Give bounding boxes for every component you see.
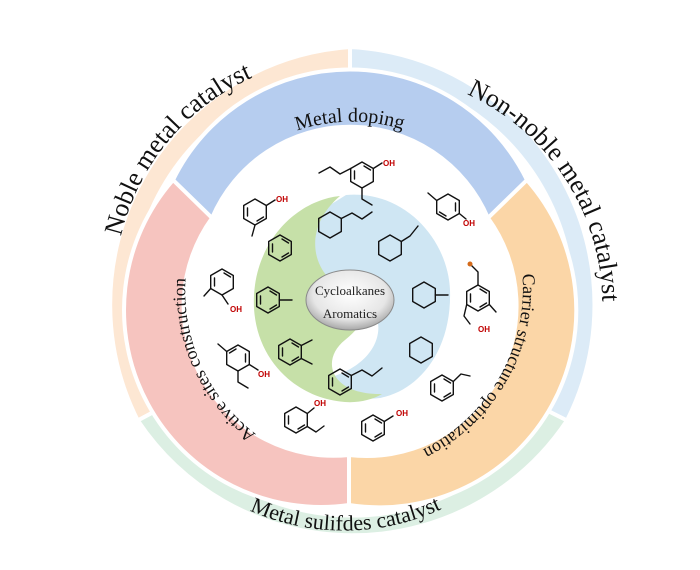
methylguaiacol-molecule (217, 343, 259, 389)
cycloalkanes-label: Cycloalkanes (315, 283, 385, 298)
oh-label: OH (230, 305, 242, 314)
toluene-molecule (255, 286, 293, 314)
o-cresol-molecule (203, 268, 235, 305)
active-sites-segment (122, 177, 351, 509)
cyclohexane-molecule (408, 336, 434, 364)
benzene-molecule (267, 234, 293, 262)
carrier-structure-segment (347, 177, 579, 510)
oh-label: OH (478, 325, 490, 334)
anisole-molecule (429, 373, 471, 402)
guaiacol-molecule (283, 406, 325, 434)
aromatics-label: Aromatics (323, 306, 377, 321)
o-xylene-molecule (277, 338, 313, 366)
vanillin-molecule (463, 263, 497, 325)
m-cresol-molecule (242, 198, 276, 237)
oh-label: OH (396, 409, 408, 418)
phenol-molecule (360, 414, 394, 442)
aldehyde-oxygen-icon (467, 261, 473, 267)
propylguaiacol-molecule (318, 161, 383, 206)
ethylcyclohexane-molecule (377, 225, 419, 262)
methylcyclohexane-molecule (411, 281, 449, 309)
oh-label: OH (314, 399, 326, 408)
center-lens (305, 269, 395, 331)
oh-label: OH (463, 219, 475, 228)
p-cresol-molecule (427, 192, 467, 221)
propylcyclohexane-molecule (317, 211, 373, 239)
oh-label: OH (276, 195, 288, 204)
oh-label: OH (383, 159, 395, 168)
propylbenzene-molecule (327, 367, 383, 396)
oh-label: OH (258, 370, 270, 379)
